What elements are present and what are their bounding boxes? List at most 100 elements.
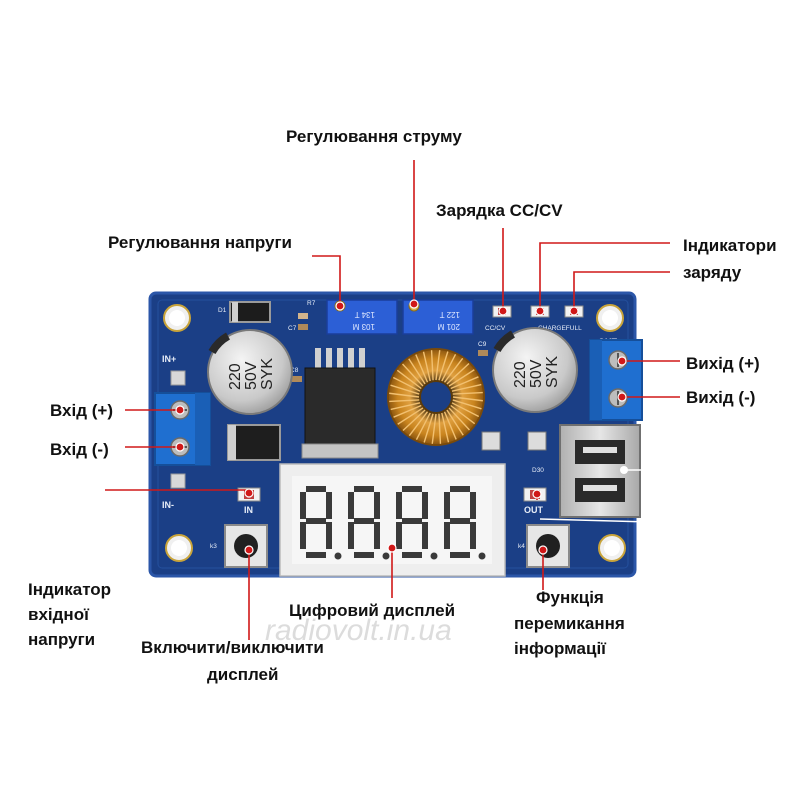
display-toggle-button[interactable]: [224, 524, 268, 568]
silk-k4: k4: [518, 543, 525, 550]
usb-port[interactable]: [559, 424, 641, 518]
silk-k3: k3: [210, 543, 217, 550]
coil-wrap: [415, 354, 429, 383]
smd-c8: [292, 376, 302, 382]
coil-wrap: [441, 412, 450, 443]
label-current-adjust: Регулювання струму: [286, 127, 462, 146]
digital-display: [279, 463, 506, 577]
leader-dots: [175, 299, 627, 555]
capacitor-right: 220 50V SYK: [492, 327, 578, 413]
silk-charge-full: CHARGEFULL: [538, 325, 582, 332]
silk-in-plus: IN+: [162, 354, 176, 364]
coil-wrap: [402, 363, 424, 387]
coil-wrap: [423, 413, 434, 443]
display-decimal-point: [334, 552, 342, 560]
display-segment: [348, 522, 354, 549]
display-segment: [354, 486, 374, 492]
display-segment: [354, 552, 374, 558]
pot1-code: 134 T: [355, 310, 375, 319]
coil-wrap: [408, 411, 429, 437]
display-digit-text: 8888: [0, 0, 36, 4]
display-decimal-point: [430, 552, 438, 560]
label-output-minus: Вихід (-): [686, 388, 755, 407]
display-segment: [306, 486, 326, 492]
label-display-toggle-2: дисплей: [207, 665, 278, 684]
label-charge-indicators-1: Індикатори: [683, 236, 777, 255]
display-segment: [354, 518, 374, 524]
inductor-coil: [387, 348, 485, 446]
coil-wrap: [450, 376, 479, 390]
display-segment: [306, 518, 326, 524]
display-segment: [300, 522, 306, 549]
coil-wrap: [390, 384, 420, 395]
display-segment: [396, 522, 402, 549]
coil-wrap: [402, 409, 426, 431]
silk-r7: R7: [307, 300, 316, 307]
coil-wrap: [415, 412, 431, 441]
coil-wrap: [435, 350, 441, 381]
display-segment: [450, 518, 470, 524]
display-segment: [470, 492, 476, 519]
smd-r7: [298, 313, 308, 319]
cap-right-brand: SYK: [544, 356, 561, 388]
coil-wrap: [422, 351, 431, 382]
label-output-plus: Вихід (+): [686, 354, 760, 373]
label-input-plus: Вхід (+): [50, 401, 113, 420]
display-segment: [450, 552, 470, 558]
mounting-holes: [163, 304, 626, 562]
display-segment: [374, 522, 380, 549]
coil-wrap: [408, 358, 426, 385]
display-segment: [300, 492, 306, 519]
label-input-indicator-3: напруги: [28, 630, 95, 649]
display-segment: [422, 522, 428, 549]
coil-wrap: [450, 404, 476, 425]
coil-wrap: [389, 392, 420, 398]
capacitor-left: 220 50V SYK: [207, 329, 293, 415]
pot2-code: 122 T: [440, 310, 460, 319]
pot2-value: 201 M: [437, 322, 460, 331]
display-segment: [326, 492, 332, 519]
silk-d1: D1: [218, 307, 227, 314]
schottky-diode: [227, 424, 281, 461]
chip-a: [481, 431, 501, 451]
coil-wrap: [451, 402, 480, 418]
coil-wrap: [392, 376, 421, 392]
silk-c8: C8: [290, 367, 299, 374]
display-segment: [374, 492, 380, 519]
label-input-minus: Вхід (-): [50, 440, 109, 459]
display-segment: [422, 492, 428, 519]
voltage-potentiometer[interactable]: 134 T 103 M: [326, 299, 398, 335]
coil-wrap: [389, 399, 420, 403]
coil-wrap: [446, 409, 464, 436]
leader-lines: [105, 160, 680, 640]
display-segment: [306, 552, 326, 558]
coil-wrap: [396, 369, 422, 390]
info-switch-button[interactable]: [526, 524, 570, 568]
display-segment: [402, 552, 422, 558]
coil-wrap: [451, 383, 482, 392]
smd-c9: [478, 350, 488, 356]
regulator-ic: [301, 348, 379, 459]
display-segment: [348, 492, 354, 519]
silk-c7: C7: [288, 325, 297, 332]
display-decimal-point: [382, 552, 390, 560]
label-info-switch-1: Функція: [536, 588, 604, 607]
coil-wrap: [452, 391, 483, 395]
cap-right-voltage: 50V: [528, 359, 545, 388]
coil-wrap: [397, 407, 424, 425]
label-digital-display: Цифровий дисплей: [289, 601, 455, 620]
label-input-indicator-2: вхідної: [28, 605, 90, 624]
coil-wrap: [430, 350, 434, 381]
coil-wrap: [438, 351, 449, 381]
label-charge-ccv: Зарядка CC/CV: [436, 201, 563, 220]
cap-left-value: 220: [227, 363, 244, 390]
silk-d30: D30: [532, 467, 544, 474]
smd-c7: [298, 324, 308, 330]
cap-right-value: 220: [512, 361, 529, 388]
label-info-switch-2: перемикання: [514, 614, 625, 633]
display-segment: [396, 492, 402, 519]
display-segment: [326, 522, 332, 549]
coil-wrap: [390, 402, 421, 411]
cap-left-voltage: 50V: [243, 361, 260, 390]
display-segment: [470, 522, 476, 549]
